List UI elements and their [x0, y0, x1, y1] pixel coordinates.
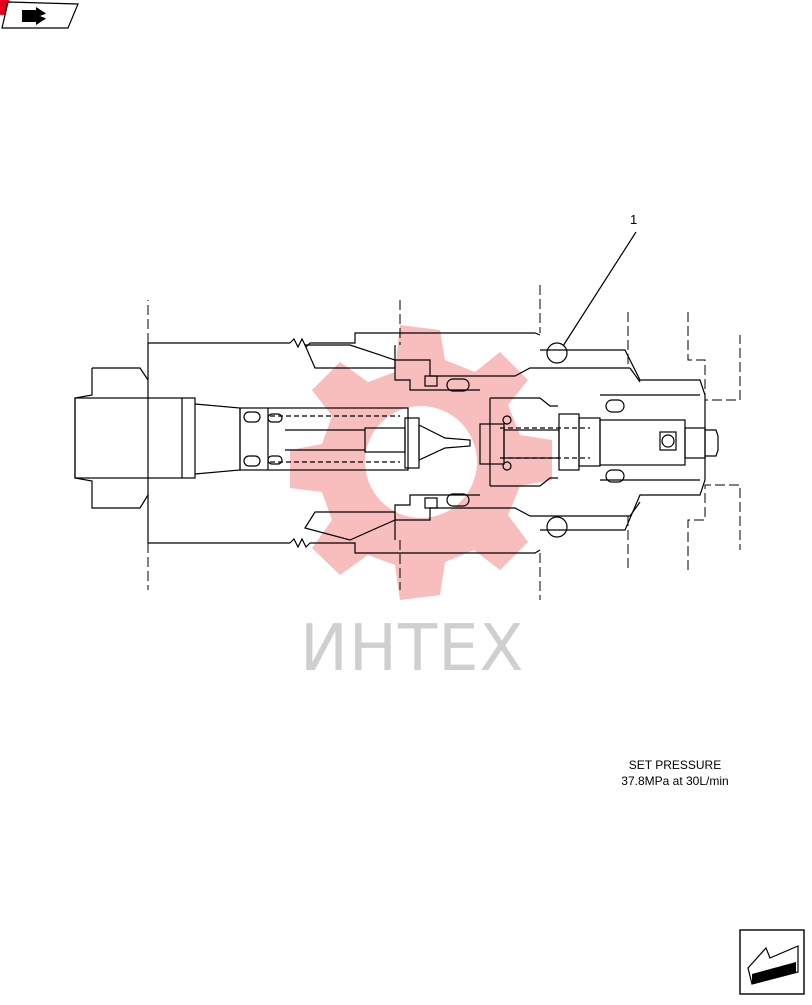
mounting-lines [147, 285, 741, 600]
set-pressure-note: SET PRESSURE 37.8MPa at 30L/min [600, 757, 750, 789]
callout-label: 1 [630, 212, 638, 227]
previous-page-button[interactable] [738, 928, 806, 1001]
previous-page-icon [739, 929, 805, 995]
valve-outline [74, 231, 719, 554]
note-line-2: 37.8MPa at 30L/min [621, 774, 729, 788]
next-page-button[interactable] [0, 0, 82, 37]
note-line-1: SET PRESSURE [628, 758, 722, 772]
watermark-gear [290, 325, 552, 600]
next-page-icon [0, 0, 79, 29]
watermark-text: ИНТЕХ [300, 612, 525, 686]
